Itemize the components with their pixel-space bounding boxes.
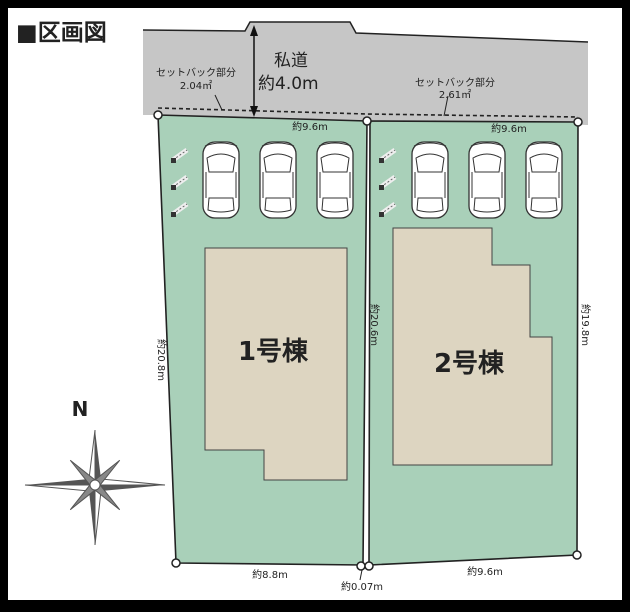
lot1-name: 1号棟 — [238, 337, 309, 367]
setback-right-area: 2.61㎡ — [439, 89, 471, 101]
compass-icon — [24, 429, 166, 546]
road-width: 約4.0m — [258, 74, 319, 94]
car-icon — [202, 141, 240, 219]
setback-right-label: セットバック部分 — [415, 76, 495, 89]
lot1-top-dim: 約9.6m — [292, 120, 328, 133]
page-title: ■区画図 — [16, 20, 107, 46]
building-1 — [204, 247, 348, 481]
lot1-right-dim: 約20.6m — [368, 304, 381, 346]
lot2-bottom-dim: 約9.6m — [467, 565, 503, 578]
lot1-left-dim: 約20.8m — [155, 339, 168, 381]
car-icon — [259, 141, 297, 219]
car-icon — [411, 141, 449, 219]
lot1-bottom-dim: 約8.8m — [252, 568, 288, 581]
lot2-name: 2号棟 — [434, 349, 505, 379]
car-icon — [316, 141, 354, 219]
building-2 — [392, 227, 553, 466]
car-icon — [525, 141, 563, 219]
lot2-right-dim: 約19.8m — [579, 304, 592, 346]
compass-north-label: N — [72, 397, 89, 421]
gap-dim: 約0.07m — [341, 580, 383, 593]
lot2-top-dim: 約9.6m — [491, 122, 527, 135]
road-name: 私道 — [274, 51, 308, 71]
boundary-markers — [153, 110, 583, 571]
setback-left-label: セットバック部分 — [156, 66, 236, 79]
setback-left-area: 2.04㎡ — [180, 80, 212, 92]
car-icon — [468, 141, 506, 219]
